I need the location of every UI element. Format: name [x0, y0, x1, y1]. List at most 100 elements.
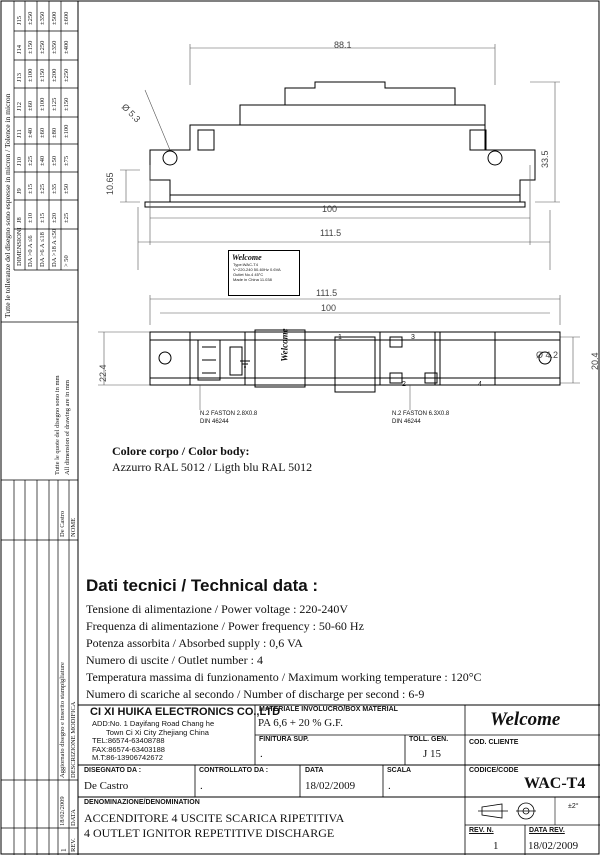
label-line: Made in China 11.038: [233, 277, 272, 282]
toll-value: J 15: [423, 748, 442, 760]
tolerance-dim-header: DIMENSIONI: [16, 227, 23, 266]
tolerance-cell: ±350: [39, 11, 46, 25]
tolerance-cell: ±60: [39, 127, 46, 138]
faston-right-line2: DIN 46244: [392, 419, 421, 425]
tolerance-cell: ±60: [27, 100, 34, 111]
note-mm-en: All dimension of drawing are in mm: [64, 380, 71, 475]
tolerance-grade-header: J14: [16, 44, 23, 54]
scale-value: .: [388, 780, 391, 792]
checked-label: CONTROLLATO DA :: [199, 767, 269, 774]
tolerance-grade-header: J11: [16, 129, 23, 138]
dim-length-100: 100: [322, 204, 338, 214]
code-value: WAC-T4: [524, 775, 586, 792]
tolerance-row-label: DA >18 A ≤50: [51, 228, 58, 267]
front-view-drawing: [98, 295, 580, 410]
top-view-drawing: [120, 44, 560, 270]
denomination-it: ACCENDITORE 4 USCITE SCARICA RIPETITIVA: [84, 811, 345, 825]
tolerance-cell: ±125: [51, 97, 58, 111]
pin-1: 1: [338, 334, 342, 341]
finish-label: FINITURA SUP.: [259, 736, 309, 743]
desc-header: DESCRIZIONE MODIFICA: [70, 701, 77, 778]
technical-line: Numero di scariche al secondo / Number o…: [86, 687, 425, 701]
company-address-2: Town Ci Xi City Zhejiang China: [106, 727, 209, 737]
tolerance-cell: ±250: [27, 11, 34, 25]
tolerance-row-label: DA >0 A ≤6: [27, 235, 34, 267]
projection-symbol-icon: [478, 802, 536, 820]
technical-line: Tensione di alimentazione / Power voltag…: [86, 602, 349, 616]
finish-value: .: [260, 748, 263, 760]
label-line: Outlet No.4 45°C: [233, 272, 264, 277]
dim-hole-diameter-2: Ø 4.2: [536, 350, 559, 360]
tolerance-cell: ±40: [27, 127, 34, 138]
date-value: 18/02/2009: [305, 780, 356, 792]
color-body-value: Azzurro RAL 5012 / Ligth blu RAL 5012: [112, 460, 313, 474]
designer-value: De Castro: [84, 780, 129, 792]
note-mm-it: Tutte le quote del disegno sono in mm: [54, 375, 61, 475]
pin-3: 3: [411, 334, 415, 341]
tolerance-cell: ±25: [27, 155, 34, 166]
tolerance-cell: ±250: [63, 68, 70, 82]
tolerance-grade-header: J10: [16, 156, 23, 166]
front-brand: Welcome: [279, 328, 290, 362]
tolerance-title: Tutte le tolleranze del disegno sono esp…: [3, 93, 12, 318]
dim-length-111-front: 111.5: [316, 288, 338, 298]
technical-line: Numero di uscite / Outlet number : 4: [86, 653, 263, 667]
tolerance-grade-header: J13: [16, 72, 23, 82]
pin-4: 4: [478, 381, 482, 388]
tolerance-grade-header: J12: [16, 101, 23, 111]
tolerance-cell: ±400: [63, 40, 70, 54]
tolerance-cell: ±25: [39, 183, 46, 194]
ground-icon: [240, 355, 250, 368]
faston-right-note: N.2 FASTON 6.3X0.8 DIN 46244: [392, 410, 449, 426]
tolerance-cell: ±600: [63, 11, 70, 25]
technical-line: Temperatura massima di funzionamento / M…: [86, 670, 482, 684]
rev-date-value: 18/02/2009: [528, 840, 579, 852]
client-label: COD. CLIENTE: [469, 739, 519, 746]
denomination-label: DENOMINAZIONE/DENOMINATION: [84, 799, 200, 806]
tolerance-row-label: > 50: [63, 255, 70, 267]
faston-right-line1: N.2 FASTON 6.3X0.8: [392, 411, 450, 417]
label-line: V~220-240 50-60Hz 0.6VA: [233, 267, 281, 272]
tolerance-cell: ±80: [51, 127, 58, 138]
company-tel: TEL:86574-63408788: [92, 736, 165, 746]
faston-left-note: N.2 FASTON 2.8X0.8 DIN 46244: [200, 410, 257, 426]
tolerance-cell: ±100: [39, 97, 46, 111]
company-mt: M.T:86-13906742672: [92, 753, 163, 763]
rev-number-label: REV. N.: [469, 827, 494, 834]
dim-width-20: 20.4: [590, 352, 600, 370]
company-fax: FAX:86574-63403188: [92, 744, 165, 754]
rev-header: REV.: [70, 838, 77, 852]
designer-label: DISEGNATO DA :: [84, 767, 142, 774]
tolerance-cell: ±20: [51, 212, 58, 223]
revision-description: Aggiornato disegno e inserito stampiglia…: [59, 662, 66, 778]
date-header: DATA: [70, 809, 77, 826]
pin-2: 2: [402, 381, 406, 388]
dim-height: 33.5: [540, 150, 550, 168]
technical-title: Dati tecnici / Technical data :: [86, 576, 319, 595]
rev-number-value: 1: [493, 840, 499, 852]
dim-side-height: 10.65: [105, 172, 115, 195]
material-value: PA 6,6 + 20 % G.F.: [258, 717, 343, 729]
tolerance-cell: ±100: [63, 124, 70, 138]
toll-label: TOLL. GEN.: [409, 736, 449, 743]
name-header: NOME: [70, 517, 77, 537]
rev-date-label: DATA REV.: [529, 827, 565, 834]
company-name: CI XI HUIKA ELECTRONICS CO.,LTD: [90, 706, 281, 718]
titleblock-brand: Welcome: [490, 709, 561, 730]
tolerance-cell: ±25: [63, 212, 70, 223]
tolerance-cell: ±50: [63, 183, 70, 194]
label-line: Type:WAC-T4: [233, 262, 258, 267]
tolerance-cell: ±75: [63, 155, 70, 166]
tolerance-cell: ±150: [27, 40, 34, 54]
dim-width-22: 22.4: [98, 364, 108, 382]
tolerance-cell: ±500: [51, 11, 58, 25]
dim-length-111: 111.5: [320, 228, 342, 238]
company-address-1: ADD:No. 1 Dayifang Road Chang he: [92, 719, 215, 728]
tolerance-grade-header: J15: [16, 15, 23, 25]
tolerance-cell: ±10: [27, 212, 34, 223]
tolerance-cell: ±15: [39, 212, 46, 223]
tolerance-cell: ±15: [27, 183, 34, 194]
